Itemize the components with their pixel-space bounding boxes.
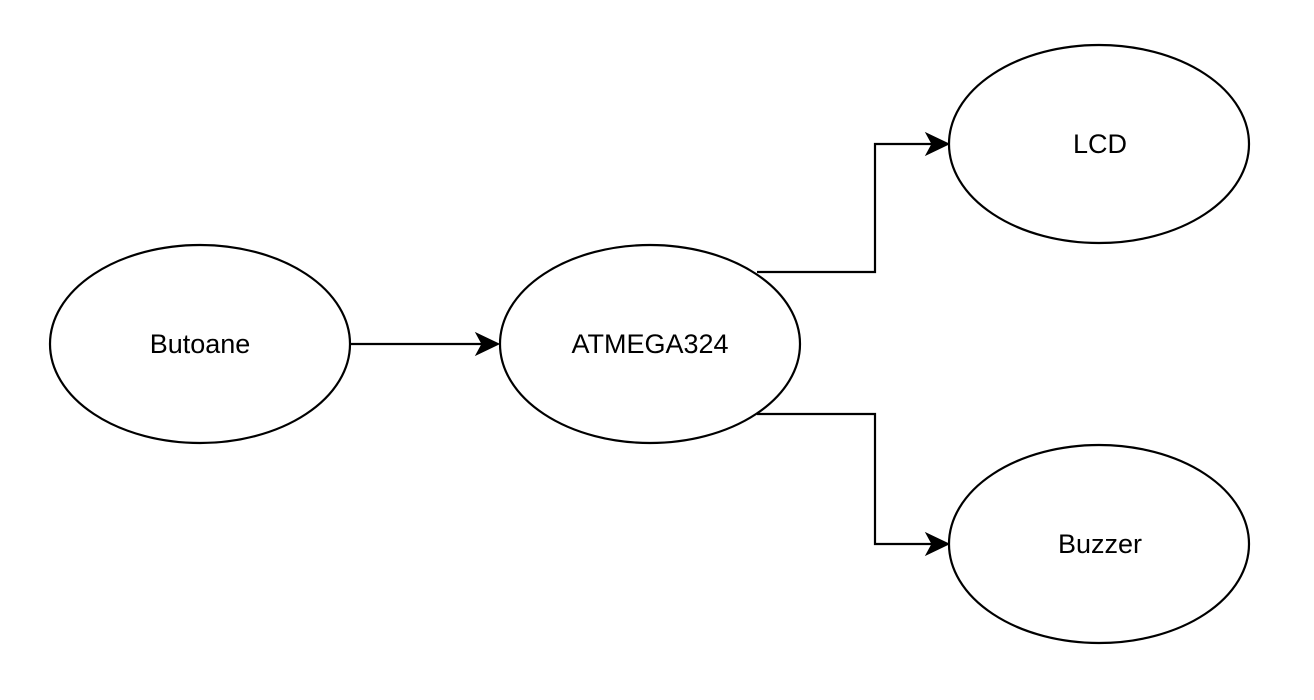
- arrowhead-icon: [924, 531, 951, 557]
- edge-atmega-to-buzzer: [757, 412, 951, 557]
- arrowhead-icon: [924, 131, 951, 157]
- node-label-buzzer: Buzzer: [1058, 529, 1142, 559]
- edge-atmega-to-lcd: [757, 131, 951, 274]
- arrowhead-icon: [474, 331, 501, 357]
- node-buzzer: Buzzer: [947, 443, 1251, 645]
- node-butoane: Butoane: [48, 243, 352, 445]
- node-label-atmega324: ATMEGA324: [571, 329, 728, 359]
- node-label-lcd: LCD: [1073, 129, 1127, 159]
- node-lcd: LCD: [947, 43, 1251, 245]
- node-label-butoane: Butoane: [150, 329, 251, 359]
- node-atmega324: ATMEGA324: [498, 243, 802, 445]
- edge-butoane-to-atmega: [350, 331, 501, 357]
